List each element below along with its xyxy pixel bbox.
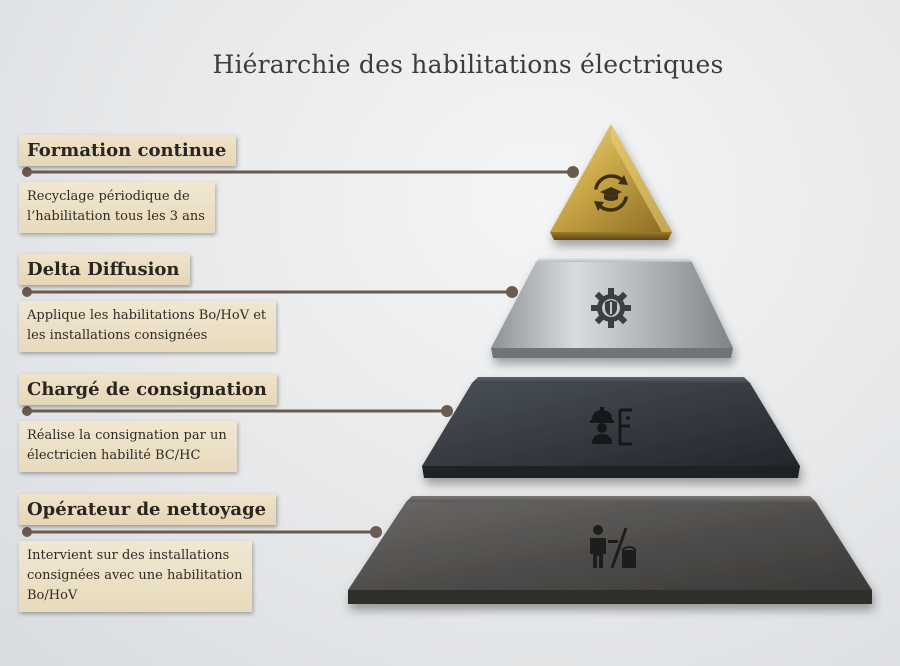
- diagram-title: Hiérarchie des habilitations électriques: [212, 50, 724, 79]
- tier-slate: [422, 377, 800, 478]
- level-note-delta-diffusion: Applique les habilitations Bo/HoV et les…: [19, 301, 277, 352]
- level-heading-operateur-de-nettoyage: Opérateur de nettoyage: [19, 494, 277, 525]
- note-line: l’habilitation tous les 3 ans: [27, 209, 205, 224]
- connector-dot-left-4: [22, 527, 32, 537]
- note-line: les installations consignées: [27, 328, 208, 343]
- connector-dot-right-1: [567, 166, 579, 178]
- worker-padlock-icon: [590, 407, 632, 446]
- cleaner-bucket-icon: [590, 525, 637, 569]
- note-line: Réalise la consignation par un: [27, 428, 227, 443]
- tier-gold: [550, 124, 672, 240]
- graduation-cap-refresh-icon: [594, 174, 628, 212]
- connector-dot-left-1: [22, 167, 32, 177]
- level-heading-charge-de-consignation: Chargé de consignation: [19, 374, 277, 405]
- note-line: Bo/HoV: [27, 588, 78, 603]
- level-heading-delta-diffusion: Delta Diffusion: [19, 254, 190, 285]
- connector-dot-right-4: [370, 526, 382, 538]
- level-note-charge-de-consignation: Réalise la consignation par un électrici…: [19, 421, 237, 472]
- connector-dot-left-2: [22, 287, 32, 297]
- connector-dot-left-3: [22, 406, 32, 416]
- note-line: électricien habilité BC/HC: [27, 448, 201, 463]
- connector-dot-right-2: [506, 286, 518, 298]
- level-note-formation-continue: Recyclage périodique de l’habilitation t…: [19, 182, 215, 233]
- note-line: consignées avec une habilitation: [27, 568, 243, 583]
- level-heading-formation-continue: Formation continue: [19, 135, 237, 166]
- note-line: Intervient sur des installations: [27, 548, 230, 563]
- level-note-operateur-de-nettoyage: Intervient sur des installations consign…: [19, 541, 253, 612]
- gear-shield-icon: [591, 288, 631, 328]
- note-line: Applique les habilitations Bo/HoV et: [27, 308, 267, 323]
- note-line: Recyclage périodique de: [27, 189, 190, 204]
- tier-concrete: [348, 496, 872, 604]
- connector-dot-right-3: [441, 405, 453, 417]
